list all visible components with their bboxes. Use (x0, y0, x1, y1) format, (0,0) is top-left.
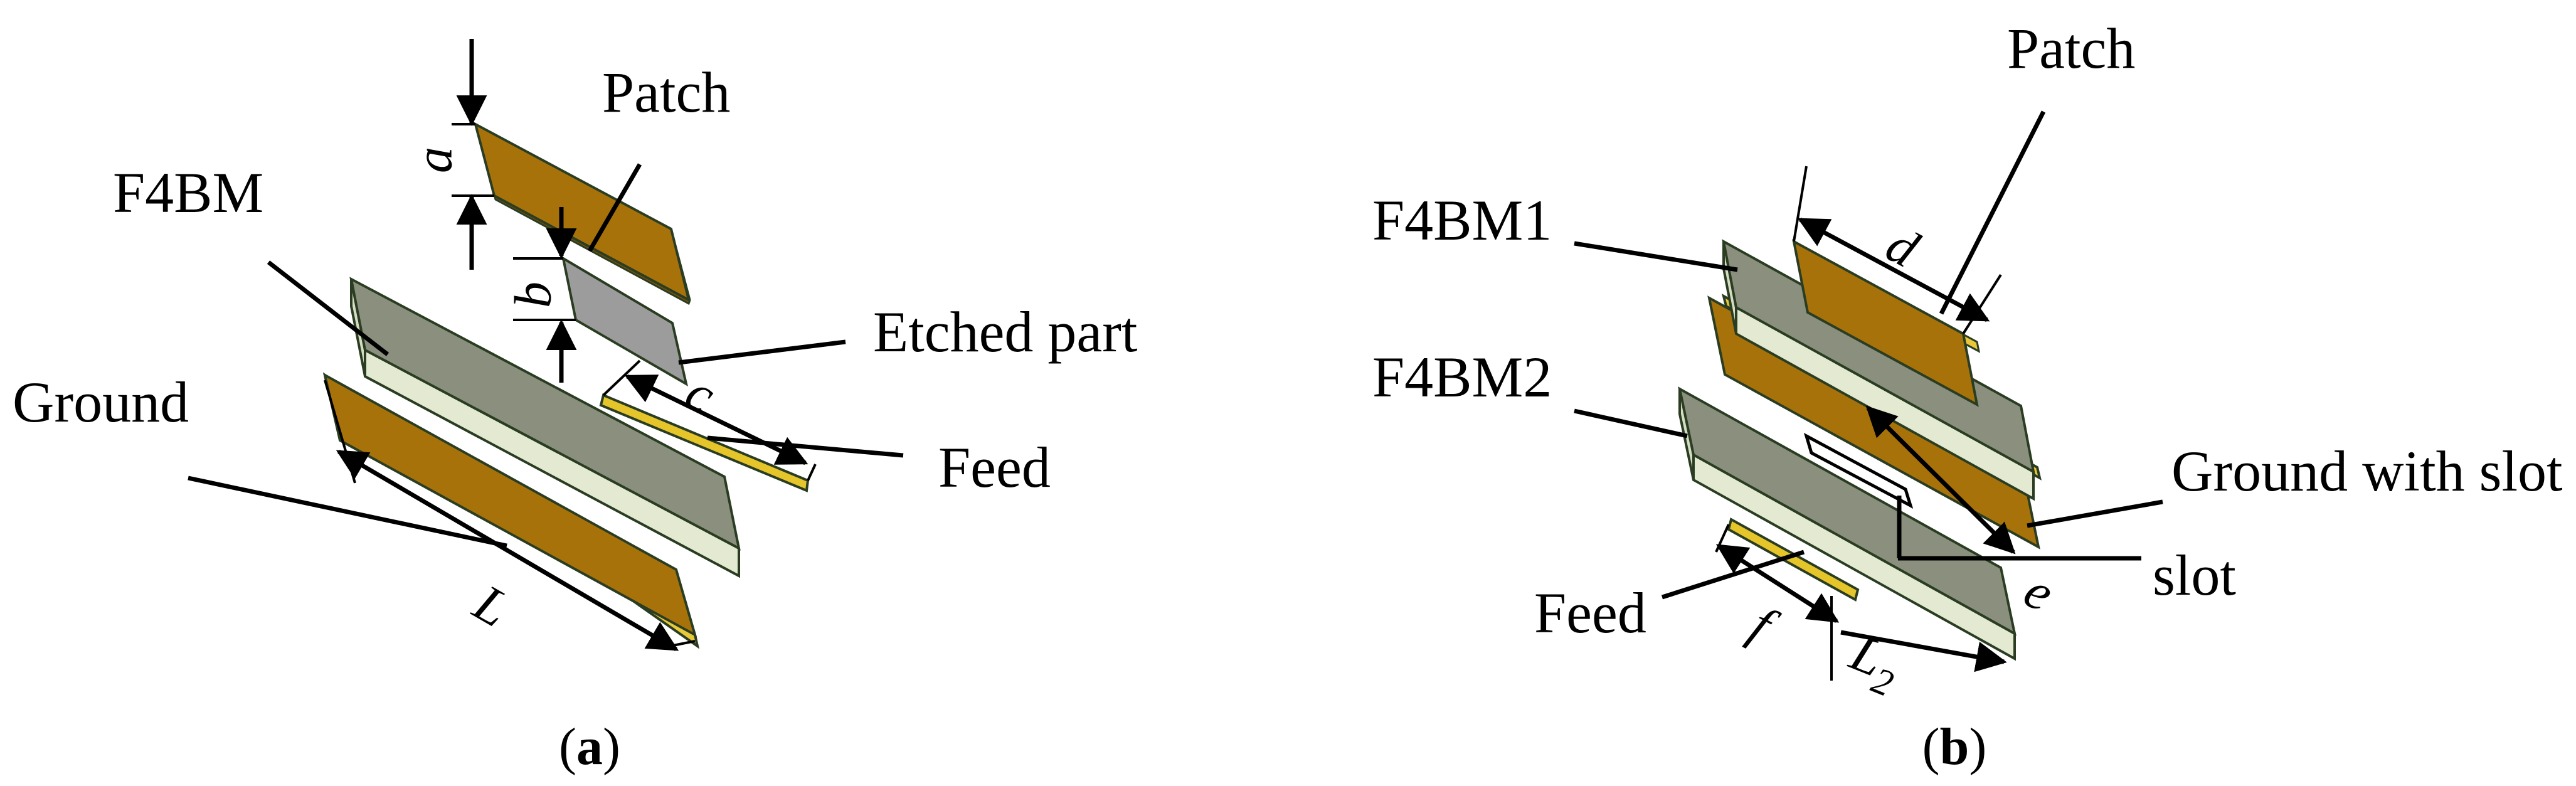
label-patch-b: Patch (2007, 16, 2135, 80)
dim-b: b (504, 207, 577, 383)
leader-f4bm1 (1574, 241, 1738, 272)
dim-b-label: b (504, 282, 562, 308)
leader-patch-b (1939, 110, 2046, 315)
label-ground: Ground (13, 370, 189, 434)
patch-plate (473, 122, 691, 302)
dim-a: a (405, 39, 494, 270)
panel-b: d e f L2 Patch F4BM1 F4BM2 Grou (1372, 16, 2563, 776)
label-feed-a: Feed (938, 435, 1051, 499)
panel-a: a b c L Patch (13, 39, 1138, 776)
caption-a: (a) (559, 718, 620, 776)
label-ground-slot: Ground with slot (2171, 439, 2563, 503)
label-f4bm1: F4BM1 (1372, 188, 1552, 252)
leader-ground (188, 475, 507, 548)
dim-d-label: d (1877, 215, 1929, 279)
label-f4bm: F4BM (113, 161, 263, 225)
label-etched: Etched part (873, 300, 1138, 364)
label-f4bm2: F4BM2 (1372, 345, 1552, 409)
dim-f-label: f (1741, 595, 1788, 657)
leader-patch-a (587, 163, 642, 252)
patch-a (473, 122, 691, 305)
dim-a-label: a (405, 147, 463, 173)
dim-e-label: e (2015, 561, 2064, 624)
leader-f4bm2 (1574, 408, 1688, 438)
leader-f4bm (267, 260, 390, 356)
dim-L-label: L (464, 573, 519, 639)
leader-etched (678, 339, 846, 365)
leader-ground-slot (2027, 499, 2163, 528)
label-feed-b: Feed (1534, 581, 1646, 645)
label-slot: slot (2153, 543, 2236, 607)
leader-feed-b (1661, 550, 1805, 600)
label-patch-a: Patch (602, 60, 730, 124)
leader-feed-a (707, 435, 904, 458)
caption-b: (b) (1922, 718, 1987, 776)
